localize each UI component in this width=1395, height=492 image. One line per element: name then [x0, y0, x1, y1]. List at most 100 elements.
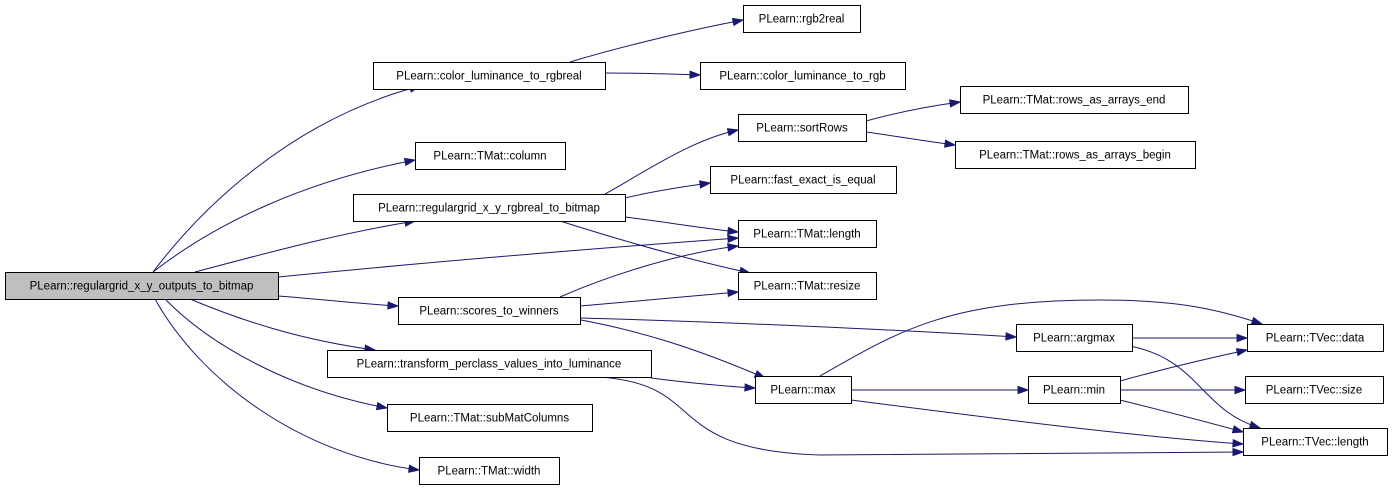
edge-argmax-to-tvec_length [1129, 345, 1262, 429]
node-color-lum-rgb[interactable]: PLearn::color_luminance_to_rgb [700, 62, 906, 90]
edge-min-to-tvec_length [1119, 399, 1245, 434]
node-box [960, 86, 1189, 114]
node-label: PLearn::regulargrid_x_y_outputs_to_bitma… [30, 281, 254, 293]
node-rows-begin[interactable]: PLearn::TMat::rows_as_arrays_begin [955, 141, 1196, 169]
edge-color_lum_rgbreal-to-rgb2real [569, 17, 745, 63]
node-box [398, 297, 581, 325]
edge-line [624, 182, 711, 199]
arrowhead-icon [727, 243, 740, 252]
edge-line [579, 291, 739, 307]
edge-line [277, 295, 399, 307]
arrowhead-icon [1234, 385, 1247, 395]
node-box [387, 404, 593, 432]
node-box [1243, 428, 1388, 456]
edge-line [1119, 349, 1248, 382]
node-box [5, 272, 279, 300]
edge-line [569, 317, 766, 379]
node-tmat-column[interactable]: PLearn::TMat::column [415, 142, 566, 170]
node-box [1016, 324, 1133, 352]
arrowhead-icon [1232, 439, 1245, 448]
edge-line [1119, 399, 1244, 433]
edge-min-to-tvec_size [1120, 385, 1247, 395]
node-box [353, 194, 626, 222]
arrowhead-icon [726, 128, 740, 137]
node-label: PLearn::TVec::size [1266, 385, 1363, 397]
node-rgb2real[interactable]: PLearn::rgb2real [743, 5, 861, 33]
node-transform-lum[interactable]: PLearn::transform_perclass_values_into_l… [327, 350, 652, 378]
edge-transform_lum-to-max [650, 377, 757, 392]
edge-max-to-min [851, 385, 1030, 395]
edge-root-to-transform_lum [189, 298, 377, 353]
node-rg-rgbreal-bitmap[interactable]: PLearn::regulargrid_x_y_rgbreal_to_bitma… [353, 194, 626, 222]
node-label: PLearn::TMat::rows_as_arrays_end [983, 95, 1166, 107]
node-tmat-width[interactable]: PLearn::TMat::width [419, 457, 560, 485]
node-box [743, 5, 861, 33]
node-sortrows[interactable]: PLearn::sortRows [738, 114, 867, 142]
node-box [738, 272, 877, 300]
arrowhead-icon [731, 17, 745, 27]
node-box [738, 114, 867, 142]
node-label: PLearn::max [770, 385, 835, 397]
edge-line [604, 129, 739, 195]
arrowhead-icon [1250, 316, 1264, 325]
arrowhead-icon [387, 301, 400, 310]
edge-root-to-tmat_width [154, 298, 421, 473]
arrowhead-icon [727, 234, 740, 243]
node-label: PLearn::min [1043, 385, 1105, 397]
edge-root-to-scores_winners [277, 295, 400, 310]
node-fast-exact[interactable]: PLearn::fast_exact_is_equal [710, 166, 897, 194]
edge-line [650, 377, 756, 389]
node-box [700, 62, 906, 90]
node-tmat-length[interactable]: PLearn::TMat::length [738, 220, 877, 248]
edge-line [559, 245, 739, 298]
node-scores-winners[interactable]: PLearn::scores_to_winners [398, 297, 581, 325]
node-label: PLearn::TMat::column [433, 151, 546, 163]
node-label: PLearn::sortRows [756, 123, 848, 135]
arrowhead-icon [1248, 420, 1262, 429]
arrowhead-icon [408, 464, 421, 473]
arrowhead-icon [1017, 385, 1030, 395]
edge-line [277, 237, 739, 278]
edge-line [579, 317, 1017, 338]
edge-line [1129, 345, 1261, 429]
edge-rg_rgbreal_bitmap-to-tmat_length [624, 216, 740, 236]
node-label: PLearn::TVec::data [1266, 333, 1365, 345]
node-rows-end[interactable]: PLearn::TMat::rows_as_arrays_end [960, 86, 1189, 114]
node-tvec-data[interactable]: PLearn::TVec::data [1247, 324, 1384, 352]
edge-line [599, 376, 1244, 456]
node-max[interactable]: PLearn::max [755, 376, 852, 404]
edge-line [624, 216, 739, 233]
edge-line [559, 220, 751, 274]
edge-line [164, 298, 388, 409]
node-root[interactable]: PLearn::regulargrid_x_y_outputs_to_bitma… [5, 272, 279, 300]
node-label: PLearn::TMat::rows_as_arrays_begin [979, 150, 1171, 162]
arrowhead-icon [699, 180, 712, 189]
node-color-lum-rgbreal[interactable]: PLearn::color_luminance_to_rgbreal [373, 62, 606, 90]
node-label: PLearn::regulargrid_x_y_rgbreal_to_bitma… [378, 203, 600, 215]
node-label: PLearn::TMat::width [438, 466, 541, 478]
node-argmax[interactable]: PLearn::argmax [1016, 324, 1133, 352]
node-tmat-resize[interactable]: PLearn::TMat::resize [738, 272, 877, 300]
node-box [1245, 376, 1384, 404]
node-box [738, 220, 877, 248]
node-box [955, 141, 1196, 169]
node-min[interactable]: PLearn::min [1028, 376, 1121, 404]
arrowhead-icon [949, 99, 962, 108]
node-tvec-size[interactable]: PLearn::TVec::size [1245, 376, 1384, 404]
edge-min-to-tvec_data [1119, 348, 1249, 382]
node-label: PLearn::TMat::subMatColumns [410, 413, 569, 425]
node-label: PLearn::transform_perclass_values_into_l… [357, 359, 622, 371]
edge-scores_winners-to-argmax [579, 317, 1018, 341]
arrowhead-icon [403, 157, 417, 167]
node-label: PLearn::fast_exact_is_equal [730, 175, 875, 187]
edge-scores_winners-to-tmat_resize [579, 288, 740, 307]
node-submat-cols[interactable]: PLearn::TMat::subMatColumns [387, 404, 593, 432]
node-label: PLearn::color_luminance_to_rgbreal [396, 71, 581, 83]
edge-rg_rgbreal_bitmap-to-sortrows [604, 128, 740, 195]
arrowhead-icon [1231, 425, 1245, 434]
edge-line [819, 299, 1263, 377]
edge-line [154, 298, 420, 471]
node-label: PLearn::argmax [1033, 333, 1115, 345]
node-tvec-length[interactable]: PLearn::TVec::length [1243, 428, 1388, 456]
